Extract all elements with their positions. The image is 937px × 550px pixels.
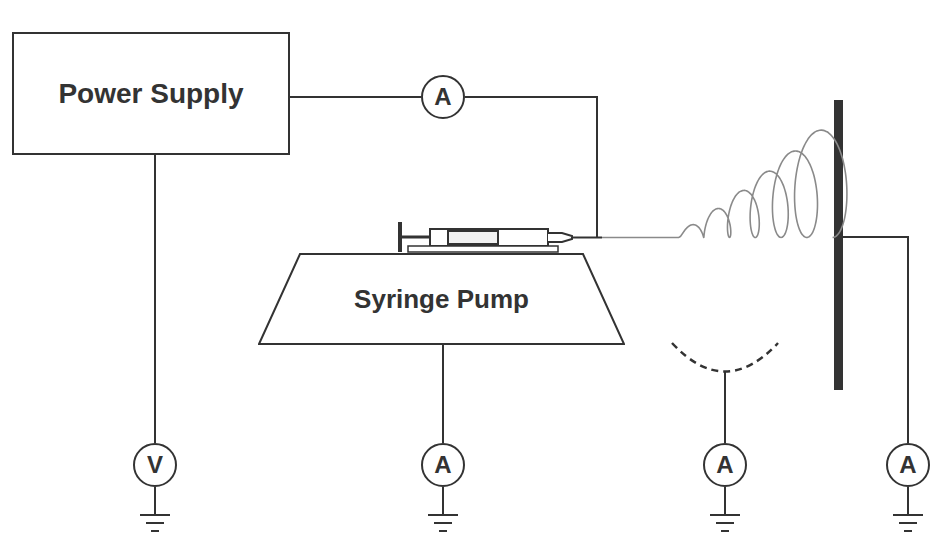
jet-path <box>602 130 847 237</box>
ring-wire <box>724 372 726 443</box>
wire <box>154 155 156 443</box>
meter-letter: A <box>899 453 916 477</box>
collector-plate <box>834 100 843 390</box>
ground-wire <box>724 487 726 515</box>
syringe <box>400 222 602 252</box>
plunger-head <box>398 222 402 252</box>
ground-bar <box>140 514 170 516</box>
wire <box>290 96 421 98</box>
syringe-pump-housing: Syringe Pump <box>258 253 625 345</box>
trapezoid-shape <box>259 254 624 344</box>
extractor-ring <box>672 343 778 372</box>
syringe-barrel <box>430 229 548 246</box>
ground-bar <box>710 514 740 516</box>
meter-letter: A <box>434 453 451 477</box>
box-label: Power Supply <box>58 80 243 108</box>
needle-wire <box>465 97 597 237</box>
syringe-fluid <box>448 231 498 244</box>
ground-bar <box>899 522 917 524</box>
collector-wire <box>843 237 908 443</box>
electrospray-jet <box>602 130 847 237</box>
power-supply-box: Power Supply <box>12 32 290 155</box>
ground-wire <box>907 487 909 515</box>
ground-bar <box>434 522 452 524</box>
ground-bar <box>904 530 912 532</box>
ground-bar <box>716 522 734 524</box>
voltmeter-symbol: V <box>133 443 177 487</box>
ground-bar <box>146 522 164 524</box>
meter-letter: V <box>147 453 163 477</box>
ammeter-symbol: A <box>421 443 465 487</box>
meter-letter: A <box>434 85 451 109</box>
ammeter-symbol: A <box>703 443 747 487</box>
ground-bar <box>893 514 923 516</box>
ground-bar <box>721 530 729 532</box>
meter-letter: A <box>716 453 733 477</box>
box-label: Syringe Pump <box>354 286 529 312</box>
syringe-tip <box>548 233 572 242</box>
syringe-holder <box>408 246 558 252</box>
ground-bar <box>151 530 159 532</box>
ground-wire <box>442 487 444 515</box>
ground-bar <box>428 514 458 516</box>
ammeter-symbol: A <box>886 443 930 487</box>
ground-wire <box>154 487 156 515</box>
ground-symbols <box>140 487 923 531</box>
ground-bar <box>439 530 447 532</box>
ammeter-symbol: A <box>421 75 465 119</box>
wire <box>442 345 444 443</box>
